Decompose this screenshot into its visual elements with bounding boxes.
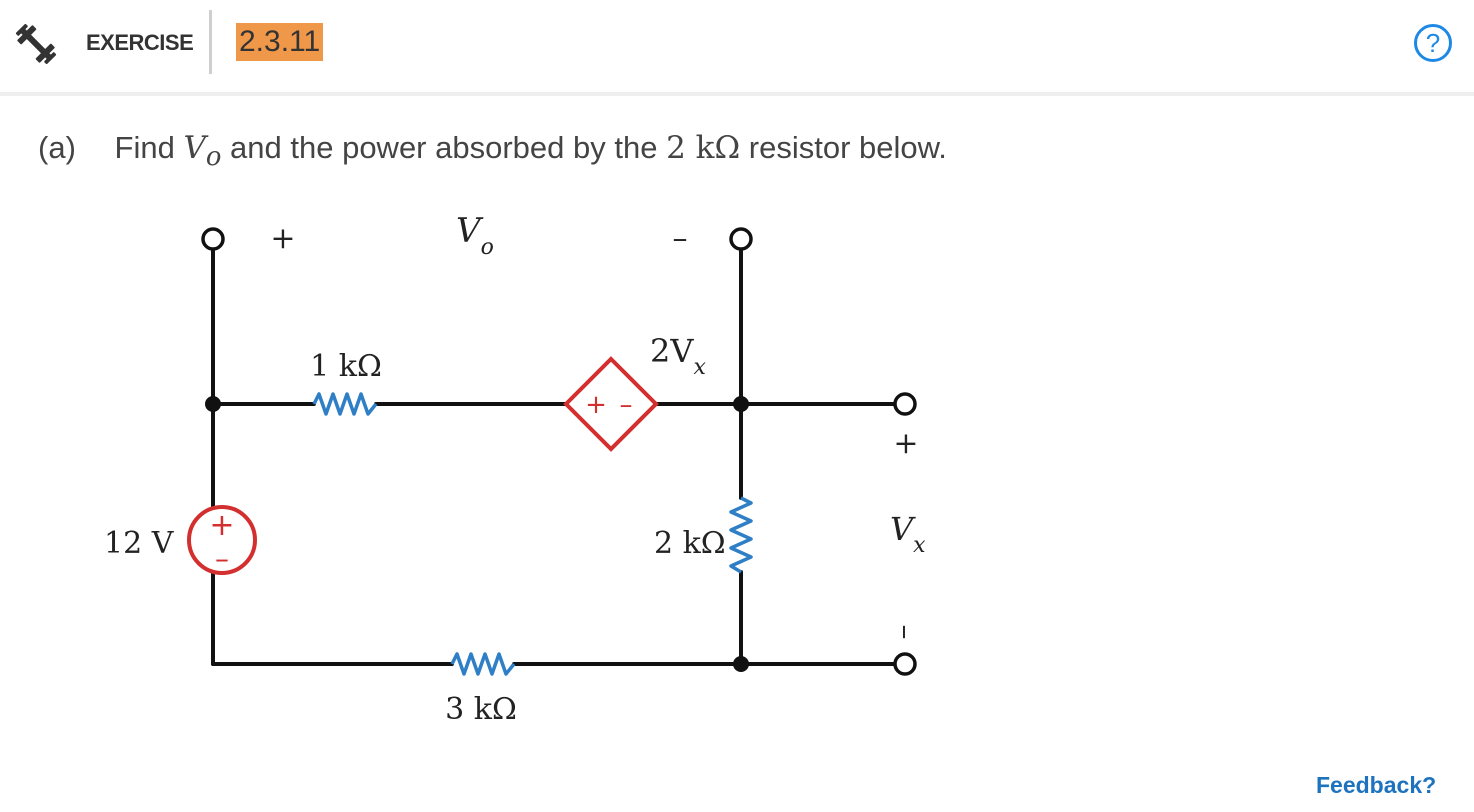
resistor-3k [450,652,516,676]
dependent-source [563,356,659,452]
exercise-header: EXERCISE 2.3.11 ? [0,0,1474,92]
terminal-vx-bottom [893,652,917,676]
feedback-link[interactable]: Feedback? [1316,772,1437,798]
resistor-2k [729,496,753,574]
dep-source-plus: + [585,390,607,420]
header-rule [0,92,1474,96]
voltage-source-plus: + [209,508,234,543]
vo-minus-label: – [673,221,688,256]
question-resistor-value: 2 kΩ [666,130,741,166]
node-left-top [205,396,221,412]
vo-plus-label: + [270,221,295,256]
resistor-3k-label: 3 kΩ [445,692,517,727]
exercise-number: 2.3.11 [236,23,324,61]
resistor-1k-label: 1 kΩ [310,349,382,384]
question-part-label: (a) [38,130,76,165]
dep-source-minus: – [620,390,633,420]
question-text: (a) Find Vo and the power absorbed by th… [38,130,947,172]
question-tail: resistor below. [748,130,947,165]
voltage-source-minus: – [215,542,229,575]
vo-label: Vo [456,211,494,260]
help-button[interactable]: ? [1414,24,1452,62]
voltage-source-12v [187,505,257,575]
header-divider [209,10,212,74]
question-mid: and the power absorbed by the [230,130,658,165]
circuit-diagram: + – + – + – Vo 1 kΩ 2Vx + Vx – 12 V 2 kΩ… [104,211,926,727]
vx-minus-label: – [888,625,923,640]
exercise-label: EXERCISE [86,30,194,55]
dumbbell-icon [15,23,57,65]
resistor-2k-label: 2 kΩ [654,526,726,561]
resistor-1k [312,392,378,416]
terminal-vx-top [893,392,917,416]
voltage-source-label: 12 V [104,526,175,561]
help-icon: ? [1425,28,1441,58]
node-right-top [733,396,749,412]
question-variable: Vo [183,130,222,173]
vx-label: Vx [890,510,926,558]
node-right-bottom [733,656,749,672]
terminal-vo-left [201,227,225,251]
vx-plus-label: + [893,426,918,461]
terminal-vo-right [729,227,753,251]
dep-source-label: 2Vx [650,332,706,380]
question-lead: Find [114,130,175,165]
